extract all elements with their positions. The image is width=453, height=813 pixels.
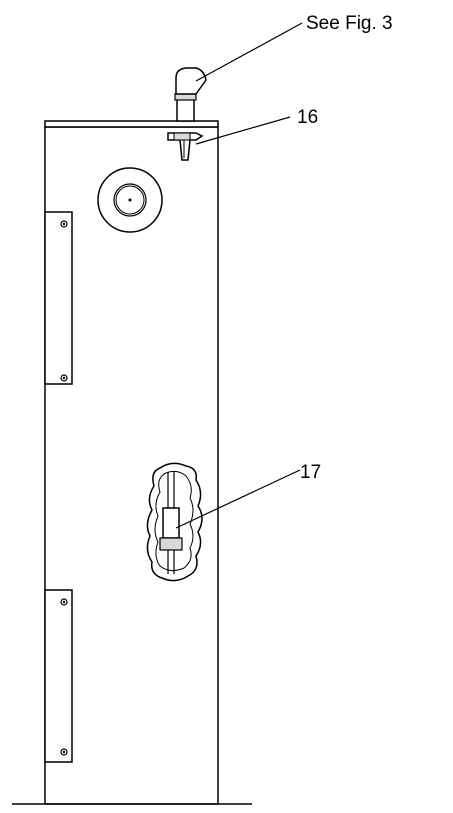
valve-fitting-16 xyxy=(167,132,204,161)
leader-line-16 xyxy=(195,116,291,145)
leader-line-fig3 xyxy=(195,22,303,82)
callout-17: 17 xyxy=(300,462,321,483)
cutaway-view-17 xyxy=(146,462,203,582)
fig-reference-label: See Fig. 3 xyxy=(306,13,393,34)
bubbler-spout xyxy=(174,67,207,122)
leader-line-17 xyxy=(175,469,301,529)
upper-access-panel xyxy=(44,211,73,385)
lower-access-panel xyxy=(44,589,73,763)
pedestal-top-cap xyxy=(44,120,219,128)
callout-16: 16 xyxy=(297,107,318,128)
push-button xyxy=(97,167,163,233)
